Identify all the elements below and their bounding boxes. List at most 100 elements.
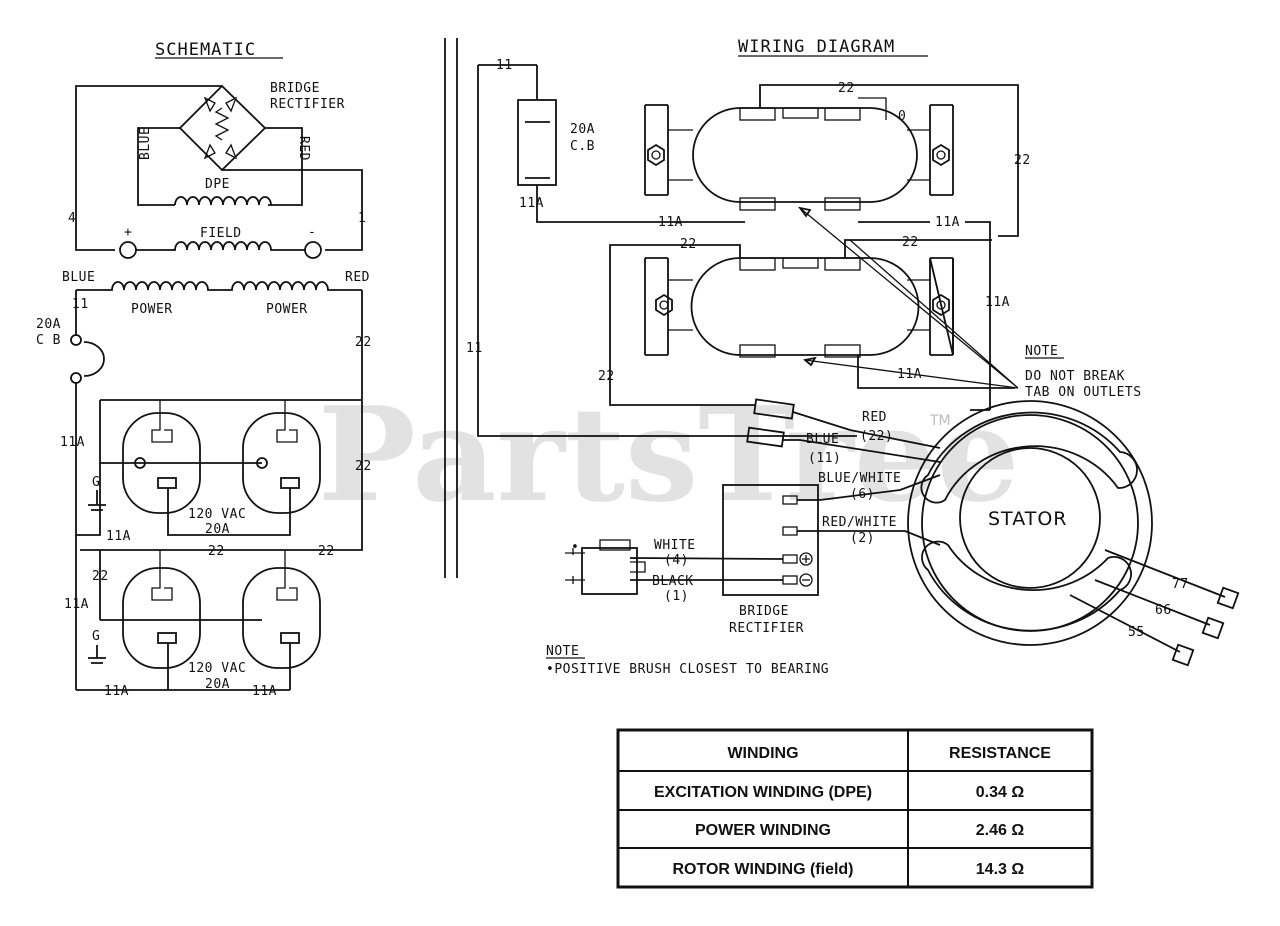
table-header-resistance: RESISTANCE bbox=[949, 745, 1051, 762]
wire-11a-label-4: 11A bbox=[104, 684, 129, 699]
lead-terminal-77 bbox=[1216, 586, 1240, 610]
wire-11-label: 11 bbox=[72, 297, 89, 312]
minus-terminal-icon bbox=[799, 573, 813, 587]
red-wire-num: (22) bbox=[860, 429, 893, 444]
wire-11a-label-2: 11A bbox=[106, 529, 131, 544]
power-label-2: POWER bbox=[266, 302, 308, 317]
w11a-cb-label: 11A bbox=[519, 196, 544, 211]
bridge-label: BRIDGE bbox=[270, 81, 320, 96]
w11-left-label: 11 bbox=[466, 341, 483, 356]
redwhite-wire-num: (2) bbox=[850, 531, 875, 546]
outlet-receptacle-top bbox=[644, 104, 954, 211]
table-cell: EXCITATION WINDING (DPE) bbox=[654, 784, 872, 801]
minus-label: - bbox=[308, 225, 316, 240]
stator-label: STATOR bbox=[988, 508, 1067, 530]
ground-icon bbox=[88, 645, 106, 664]
w11a-mid1-label: 11A bbox=[658, 215, 683, 230]
spade-connector-blue bbox=[746, 426, 785, 448]
red-label: RED bbox=[345, 270, 370, 285]
table-header-winding: WINDING bbox=[727, 745, 798, 762]
stator bbox=[907, 400, 1153, 646]
w11a-low-label: 11A bbox=[897, 367, 922, 382]
note2-line: •POSITIVE BRUSH CLOSEST TO BEARING bbox=[546, 662, 829, 677]
brush-holder bbox=[565, 539, 646, 595]
watermark: PartsTree bbox=[318, 378, 1019, 531]
wire-1-label: 1 bbox=[358, 211, 366, 226]
wire-22-label-c: 22 bbox=[208, 544, 225, 559]
w11-top-label: 11 bbox=[496, 58, 513, 73]
field-label: FIELD bbox=[200, 226, 242, 241]
w22-top-label: 22 bbox=[838, 81, 855, 96]
w22-mid2-label: 22 bbox=[902, 235, 919, 250]
ground-icon bbox=[88, 490, 106, 511]
black-wire-label: BLACK bbox=[652, 574, 694, 589]
blue-vertical-label: BLUE bbox=[138, 127, 153, 160]
rectifier-label: RECTIFIER bbox=[729, 621, 804, 636]
power-label-1: POWER bbox=[131, 302, 173, 317]
white-wire-label: WHITE bbox=[654, 538, 696, 553]
w22-right-label: 22 bbox=[1014, 153, 1031, 168]
w22-left-label: 22 bbox=[598, 369, 615, 384]
wire-22-label-a: 22 bbox=[355, 335, 372, 350]
wire-11a-label-3: 11A bbox=[64, 597, 89, 612]
table-cell: POWER WINDING bbox=[695, 822, 831, 839]
black-wire-num: (1) bbox=[664, 589, 689, 604]
red-wire-label: RED bbox=[862, 410, 887, 425]
note-line-2: TAB ON OUTLETS bbox=[1025, 385, 1142, 400]
bluewhite-wire-label: BLUE/WHITE bbox=[818, 471, 901, 486]
ground-label-2: G bbox=[92, 629, 100, 644]
w11a-right-label: 11A bbox=[985, 295, 1010, 310]
schematic-title: SCHEMATIC bbox=[155, 40, 256, 60]
table-cell: 14.3 Ω bbox=[976, 861, 1025, 878]
note-line-1: DO NOT BREAK bbox=[1025, 369, 1125, 384]
wire-11a-label-5: 11A bbox=[252, 684, 277, 699]
plus-label: + bbox=[124, 225, 132, 240]
wiring-title: WIRING DIAGRAM bbox=[738, 37, 895, 57]
wire-22-label-b: 22 bbox=[355, 459, 372, 474]
wire-4-label: 4 bbox=[68, 211, 76, 226]
wiring-section: WIRING DIAGRAM 11 20A C.B 11A 11 bbox=[466, 37, 1240, 677]
lead-terminal-55 bbox=[1171, 643, 1195, 667]
redwhite-wire-label: RED/WHITE bbox=[822, 515, 897, 530]
table-cell: 2.46 Ω bbox=[976, 822, 1025, 839]
circuit-breaker-20a bbox=[517, 99, 557, 186]
dpe-label: DPE bbox=[205, 177, 230, 192]
cb-amp-label: 20A bbox=[570, 122, 595, 137]
vac-label-1: 120 VAC bbox=[188, 507, 246, 522]
outlet-120vac-1 bbox=[100, 400, 321, 536]
cb-label: C.B bbox=[570, 139, 595, 154]
note2-title: NOTE bbox=[546, 644, 579, 659]
red-vertical-label: RED bbox=[296, 136, 311, 161]
w11a-mid2-label: 11A bbox=[935, 215, 960, 230]
cb-terminal-icon bbox=[70, 372, 82, 384]
mount-nut-icon bbox=[932, 143, 950, 167]
plus-terminal-icon bbox=[799, 552, 813, 566]
amp-label-2: 20A bbox=[205, 677, 230, 692]
spade-connector-red bbox=[753, 398, 795, 420]
lead-66-label: 66 bbox=[1155, 603, 1172, 618]
mount-nut-icon bbox=[655, 293, 673, 317]
blue-wire-num: (11) bbox=[808, 451, 841, 466]
cb-amp-label: 20A bbox=[36, 317, 61, 332]
amp-label-1: 20A bbox=[205, 522, 230, 537]
blue-wire-label: BLUE bbox=[806, 432, 839, 447]
positive-brush-dot: • bbox=[571, 540, 579, 555]
wire-22-label-d: 22 bbox=[318, 544, 335, 559]
note-title: NOTE bbox=[1025, 344, 1058, 359]
white-wire-num: (4) bbox=[664, 553, 689, 568]
brush-minus-icon bbox=[304, 241, 322, 259]
lead-55-label: 55 bbox=[1128, 625, 1145, 640]
brush-plus-icon bbox=[119, 241, 137, 259]
ground-label-1: G bbox=[92, 475, 100, 490]
mount-nut-icon bbox=[647, 143, 665, 167]
schematic-section: SCHEMATIC BRIDGE RECTIFIER BLUE RED DPE … bbox=[36, 40, 372, 699]
mount-nut-icon bbox=[932, 293, 950, 317]
outlet-120vac-2 bbox=[99, 550, 321, 690]
watermark-tm: TM bbox=[929, 413, 951, 429]
bridge-label: BRIDGE bbox=[739, 604, 789, 619]
outlet-receptacle-bottom bbox=[644, 257, 954, 358]
note-pointer-lines bbox=[799, 207, 1019, 389]
table-cell: 0.34 Ω bbox=[976, 784, 1025, 801]
cb-label: C B bbox=[36, 333, 61, 348]
